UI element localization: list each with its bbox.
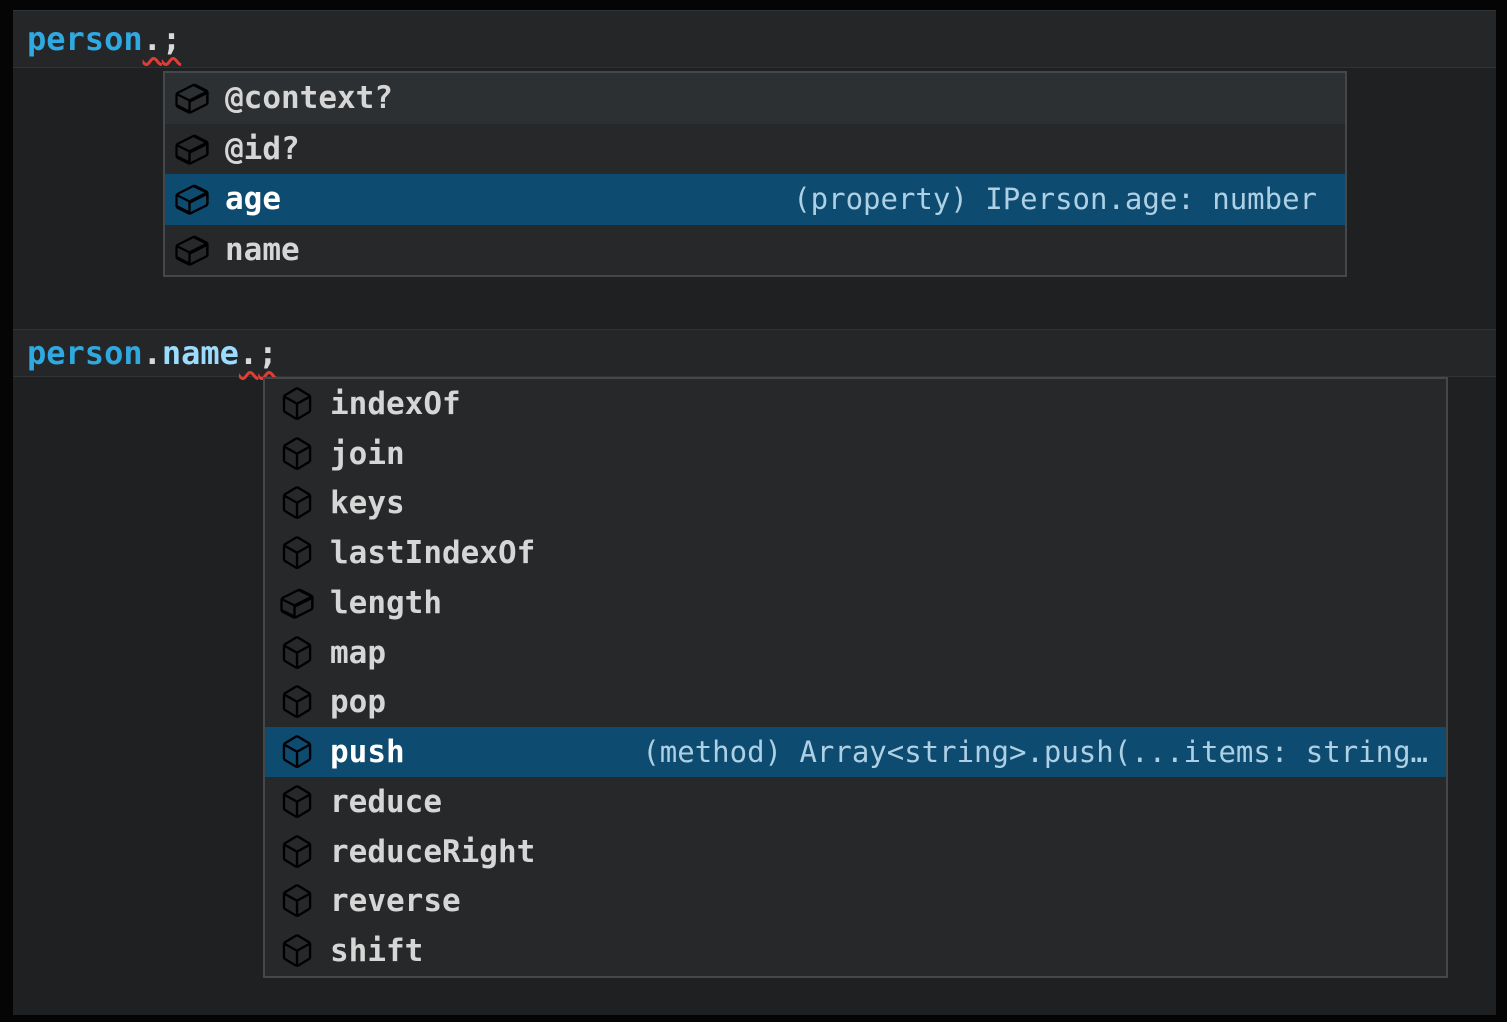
suggest-item-label: map xyxy=(330,634,386,671)
code-token: . xyxy=(142,334,162,372)
symbol-field-icon xyxy=(173,79,211,117)
symbol-method-icon xyxy=(278,783,316,821)
code-token: name xyxy=(161,334,239,372)
symbol-field-icon xyxy=(173,180,211,218)
suggest-item[interactable]: name xyxy=(165,225,1345,276)
symbol-method-icon xyxy=(278,833,316,871)
suggest-item-label: reduceRight xyxy=(330,833,536,870)
suggest-item-label: reverse xyxy=(330,883,461,920)
suggest-item-label: @context? xyxy=(225,80,393,117)
symbol-method-icon xyxy=(278,882,316,920)
suggest-item-label: lastIndexOf xyxy=(330,535,536,572)
suggest-item-label: join xyxy=(330,435,405,472)
symbol-field-icon xyxy=(173,231,211,269)
code-token-error: . xyxy=(142,20,162,58)
suggest-item[interactable]: join xyxy=(265,429,1446,479)
suggest-item-label: indexOf xyxy=(330,385,461,422)
symbol-method-icon xyxy=(278,534,316,572)
suggest-item-detail: (method) Array<string>.push(...items: st… xyxy=(642,735,1428,770)
code-token: person xyxy=(27,334,143,372)
symbol-method-icon xyxy=(278,683,316,721)
suggest-item[interactable]: length xyxy=(265,578,1446,628)
code-line-1[interactable]: person.; xyxy=(13,10,1496,68)
symbol-method-icon xyxy=(278,932,316,970)
suggest-item-label: name xyxy=(225,231,300,268)
suggest-item-label: keys xyxy=(330,485,405,522)
suggest-item[interactable]: keys xyxy=(265,479,1446,529)
suggest-item-label: length xyxy=(330,584,442,621)
symbol-method-icon xyxy=(278,733,316,771)
code-token-error: ; xyxy=(258,334,278,372)
symbol-method-icon xyxy=(278,435,316,473)
symbol-field-icon xyxy=(173,130,211,168)
suggest-item[interactable]: reduceRight xyxy=(265,827,1446,877)
suggest-item-label: age xyxy=(225,181,281,218)
suggest-item-label: push xyxy=(330,734,405,771)
editor-surface[interactable]: person.; @context? @id? age (property) I… xyxy=(13,10,1496,1015)
code-text-2: person.name.; xyxy=(13,334,277,372)
suggest-item[interactable]: indexOf xyxy=(265,379,1446,429)
suggest-item[interactable]: map xyxy=(265,628,1446,678)
symbol-method-icon xyxy=(278,634,316,672)
suggest-item[interactable]: reverse xyxy=(265,877,1446,927)
suggest-item[interactable]: lastIndexOf xyxy=(265,528,1446,578)
suggest-item-label: reduce xyxy=(330,783,442,820)
suggest-widget-2: indexOf join keys lastIndexOf length map xyxy=(263,377,1448,978)
suggest-item[interactable]: reduce xyxy=(265,777,1446,827)
suggest-item-label: pop xyxy=(330,684,386,721)
code-line-2[interactable]: person.name.; xyxy=(13,329,1496,377)
suggest-widget-1: @context? @id? age (property) IPerson.ag… xyxy=(163,71,1347,277)
code-token: person xyxy=(27,20,143,58)
code-text-1: person.; xyxy=(13,20,181,58)
suggest-item-label: shift xyxy=(330,933,424,970)
suggest-item-selected[interactable]: push (method) Array<string>.push(...item… xyxy=(265,727,1446,777)
suggest-item-label: @id? xyxy=(225,130,300,167)
suggest-item-selected[interactable]: age (property) IPerson.age: number xyxy=(165,174,1345,225)
symbol-method-icon xyxy=(278,385,316,423)
symbol-method-icon xyxy=(278,484,316,522)
suggest-item-detail: (property) IPerson.age: number xyxy=(793,182,1317,217)
code-token-error: ; xyxy=(161,20,182,58)
suggest-item[interactable]: @context? xyxy=(165,73,1345,124)
suggest-item[interactable]: pop xyxy=(265,678,1446,728)
suggest-item[interactable]: @id? xyxy=(165,124,1345,175)
suggest-item[interactable]: shift xyxy=(265,926,1446,976)
symbol-field-icon xyxy=(278,584,316,622)
code-token-error: . xyxy=(238,334,259,372)
